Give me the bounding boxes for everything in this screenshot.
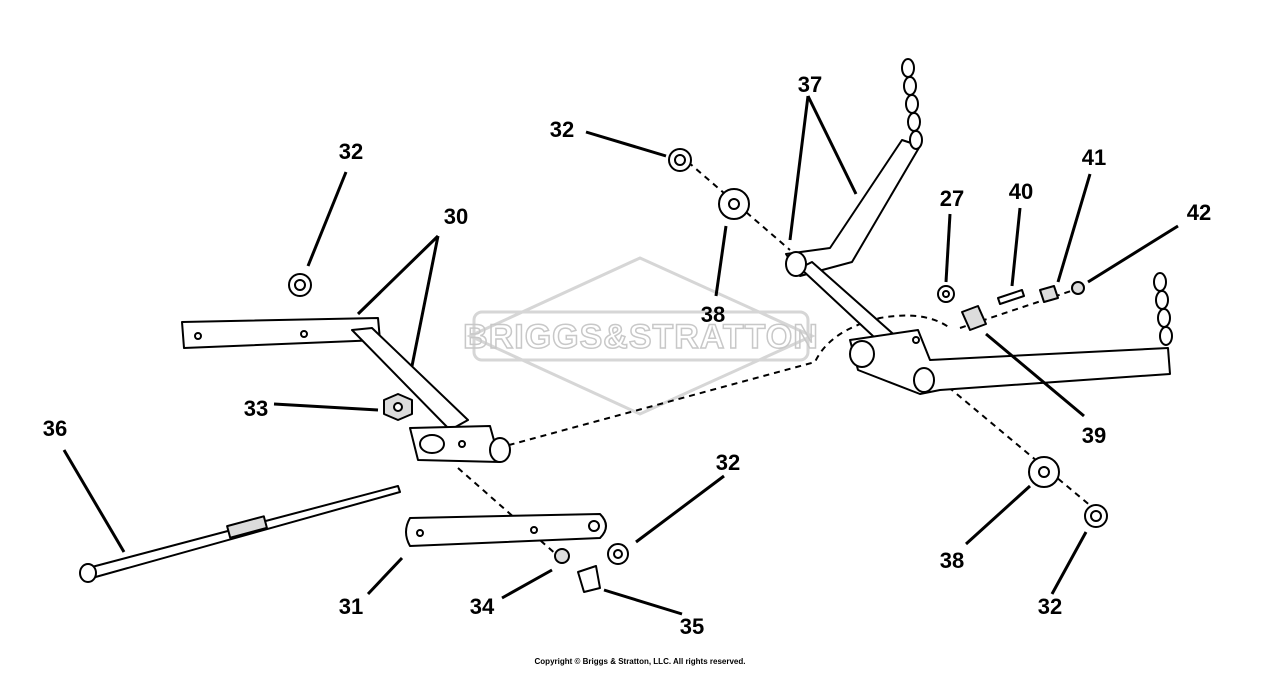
label-32-upper-left: 32 [339, 139, 363, 164]
part-34-nut [554, 548, 570, 564]
label-33: 33 [244, 396, 268, 421]
part-33-nut [383, 393, 413, 421]
label-34: 34 [470, 594, 495, 619]
part-41-spacer [1039, 285, 1059, 303]
label-39: 39 [1082, 423, 1106, 448]
part-36-rod [79, 485, 401, 583]
label-35: 35 [680, 614, 704, 639]
label-32-right: 32 [1038, 594, 1062, 619]
label-32-lower: 32 [716, 450, 740, 475]
label-38-top: 38 [701, 302, 725, 327]
part-37-lift-arm-lower [849, 329, 1171, 395]
part-30-rockshaft [181, 317, 511, 463]
copyright-notice: Copyright © Briggs & Stratton, LLC. All … [534, 657, 746, 666]
chain-lower [1153, 272, 1173, 346]
chain-upper [901, 58, 923, 150]
label-27: 27 [940, 186, 964, 211]
part-42-spring [1071, 281, 1085, 295]
part-35-bolt [577, 565, 601, 593]
label-36: 36 [43, 416, 67, 441]
part-40-pin [997, 289, 1025, 305]
washer-32-lower [607, 543, 629, 565]
label-31: 31 [339, 594, 363, 619]
part-number-labels: 32 30 33 36 32 37 38 32 31 34 35 27 40 4… [43, 72, 1211, 639]
washer-38-top [718, 188, 750, 220]
label-38-right: 38 [940, 548, 964, 573]
watermark-brand-text: BRIGGS&STRATTON [463, 318, 819, 356]
washer-32-upper-left [288, 273, 312, 297]
label-41: 41 [1082, 145, 1106, 170]
label-40: 40 [1009, 179, 1033, 204]
leader-lines [62, 95, 1179, 616]
label-30: 30 [444, 204, 468, 229]
washer-32-top [668, 148, 692, 172]
label-32-top: 32 [550, 117, 574, 142]
part-27-washer [937, 285, 955, 303]
washer-32-right [1084, 504, 1108, 528]
washer-38-right [1028, 456, 1060, 488]
label-37: 37 [798, 72, 822, 97]
part-31-link [405, 513, 607, 547]
label-42: 42 [1187, 200, 1211, 225]
part-39-bushing [961, 305, 987, 331]
briggs-stratton-watermark: BRIGGS&STRATTON [462, 256, 819, 416]
